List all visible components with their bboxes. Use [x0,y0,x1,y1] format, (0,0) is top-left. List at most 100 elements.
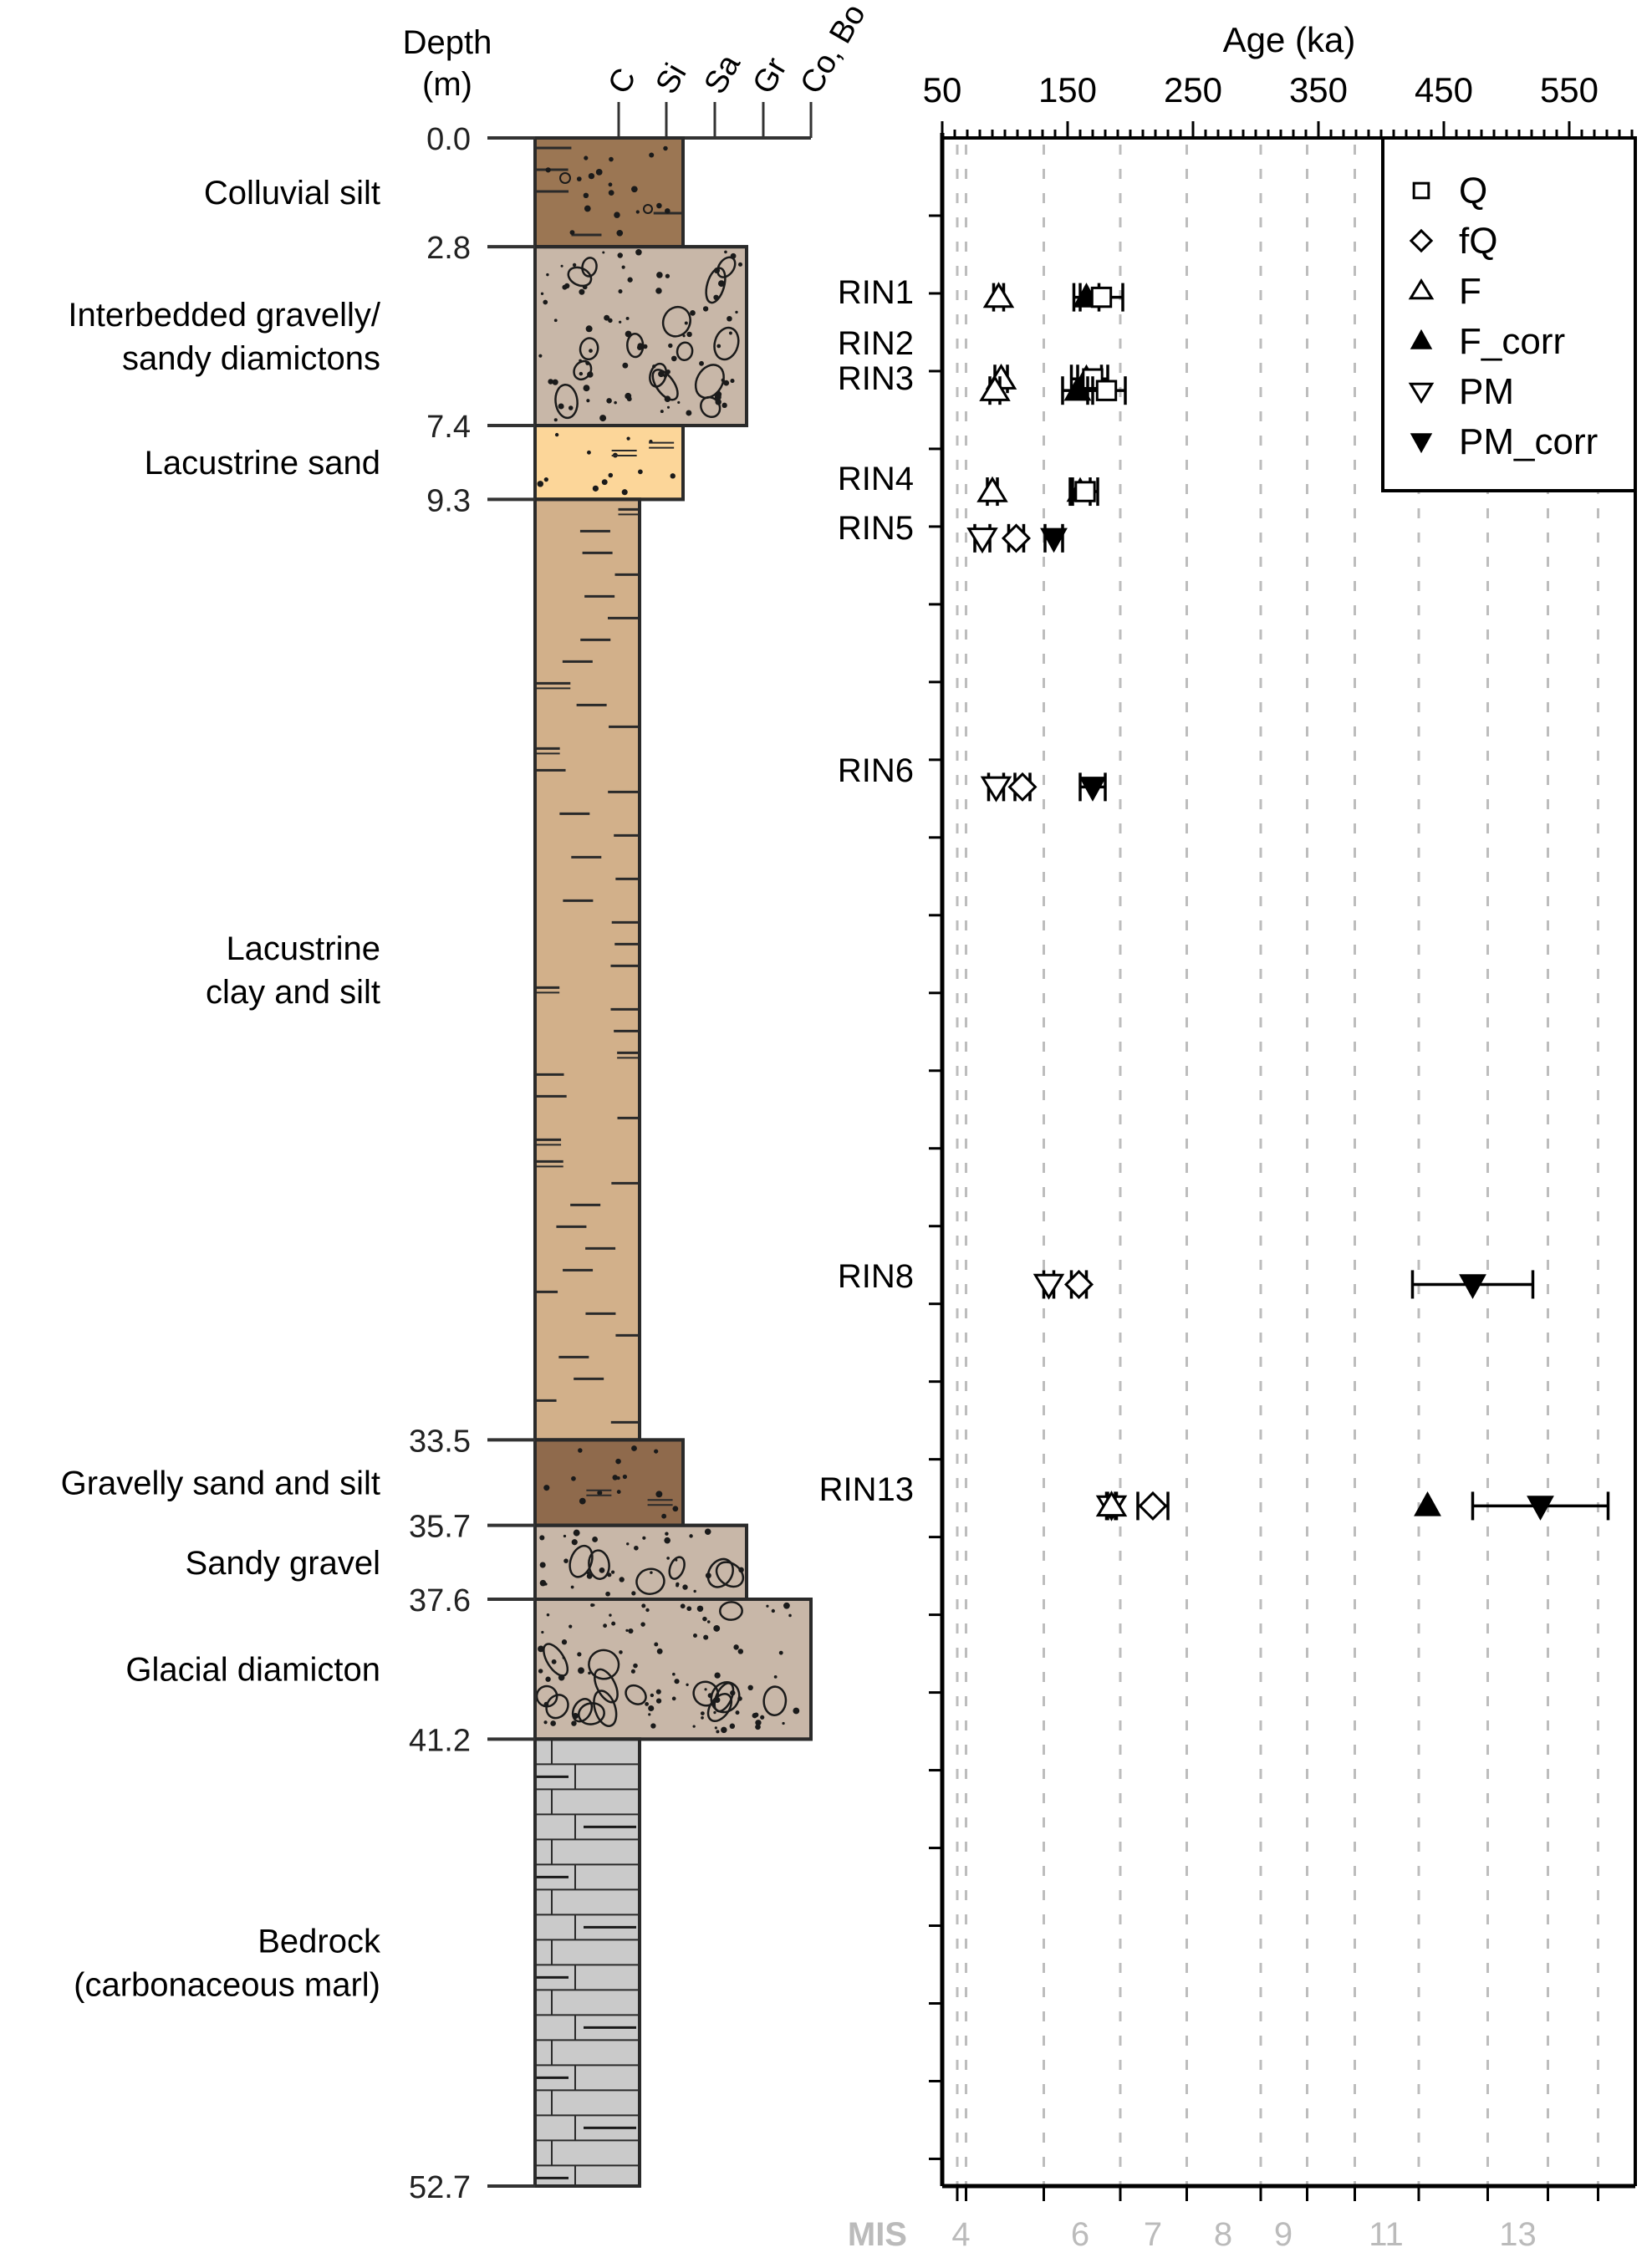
sand-dot [626,1542,630,1546]
sand-dot [592,485,599,492]
sand-dot [571,1539,578,1546]
sand-dot [660,410,664,414]
sand-dot [654,1449,659,1454]
marker-fq-diamond [1001,523,1032,553]
mis-stage-label: 6 [1071,2216,1089,2253]
sand-dot [650,1693,655,1698]
sand-dot [658,370,665,378]
data-points [966,282,1610,1521]
sand-dot [692,1725,696,1728]
sand-dot [561,1639,568,1645]
sand-dot [661,1513,667,1519]
sand-dot [622,362,629,369]
clast [716,256,737,278]
sand-dot [572,262,577,268]
clast [651,369,679,401]
grain-size-label: C [601,63,643,100]
legend-marker-pm-corr [1410,433,1433,454]
sand-dot [723,380,730,386]
unit-label: Interbedded gravelly/ [68,297,380,334]
sand-dot [579,1497,586,1505]
boundary-depth-label: 37.6 [409,1583,471,1618]
clast [668,1556,686,1580]
sand-dot [640,1622,645,1627]
sand-dot [576,176,582,181]
sand-dot [645,1701,650,1706]
sand-dot [622,1474,628,1480]
marker-pmcorr-triangle [1078,777,1107,802]
sample-rin8 [1032,1269,1535,1300]
clast [588,1549,610,1580]
sand-dot [586,1572,593,1579]
sand-dot [713,1710,716,1715]
sand-dot [649,152,655,158]
sand-dot [717,280,725,288]
sample-rin13 [1095,1491,1610,1521]
sand-dot [563,1558,569,1563]
clast [579,337,599,361]
sample-label-rin4: RIN4 [838,461,914,497]
sand-dot [686,410,692,416]
depth-unit: (m) [422,66,472,103]
sample-rin2 [985,363,1109,394]
sand-dot [778,1650,783,1655]
sand-dot [672,1506,679,1512]
sand-dot [538,1645,544,1653]
sand-dot [700,1711,705,1715]
sand-dot [645,1608,650,1613]
sand-dot [703,1634,709,1640]
marker-fq-diamond [1138,1491,1168,1521]
sand-dot [692,1633,697,1639]
unit-label: Sandy gravel [186,1545,380,1582]
clast [626,333,645,359]
sand-dot [589,349,593,354]
sand-dot [602,251,605,254]
sand-dot [543,1720,548,1725]
sand-dot [690,309,696,316]
sand-dot [548,379,553,385]
mis-stage-label: 8 [1214,2216,1232,2253]
sand-dot [578,1448,583,1453]
marker-fcorr-triangle [1063,375,1092,401]
sand-dot [579,288,585,295]
clast [692,1680,720,1707]
sand-dot [616,229,624,237]
unit-label: (carbonaceous marl) [74,1967,380,2004]
unit-label: Bedrock [257,1924,381,1960]
sand-dot [608,318,613,324]
sand-dot [563,1534,567,1538]
legend-marker-f [1408,278,1435,300]
sand-dot [588,1671,591,1675]
clast [649,362,668,388]
sand-dot [599,415,607,422]
sand-dot [654,1642,659,1647]
sand-dot [671,1696,676,1701]
sand-dot [569,230,575,236]
boundary-depth-label: 41.2 [409,1723,471,1758]
boundary-depth-label: 52.7 [409,2170,471,2205]
unit-outline [533,1737,641,2189]
sand-dot [666,405,670,409]
legend-label-q: Q [1459,171,1487,212]
x-axis-title: Age (ka) [1223,20,1356,59]
sand-dot [737,262,743,267]
sand-dot [560,264,563,268]
sample-label-rin13: RIN13 [819,1471,914,1508]
sample-rin3 [979,375,1127,405]
sand-dot [612,1475,618,1481]
sand-dot [672,1672,676,1676]
sand-dot [655,1491,663,1498]
sand-dot [603,1623,608,1628]
sand-dot [614,212,620,218]
mis-stage-label: 9 [1274,2216,1293,2253]
legend-label-f: F [1459,271,1481,312]
sample-label-rin8: RIN8 [838,1258,914,1295]
legend-label-fq: fQ [1459,221,1497,262]
mis-stage-label: 13 [1499,2216,1537,2253]
sample-label-rin1: RIN1 [838,274,914,311]
sand-dot [539,1562,546,1568]
sand-dot [686,1606,692,1612]
sand-dot [755,1724,761,1730]
marker-pmcorr-triangle [1040,528,1068,553]
